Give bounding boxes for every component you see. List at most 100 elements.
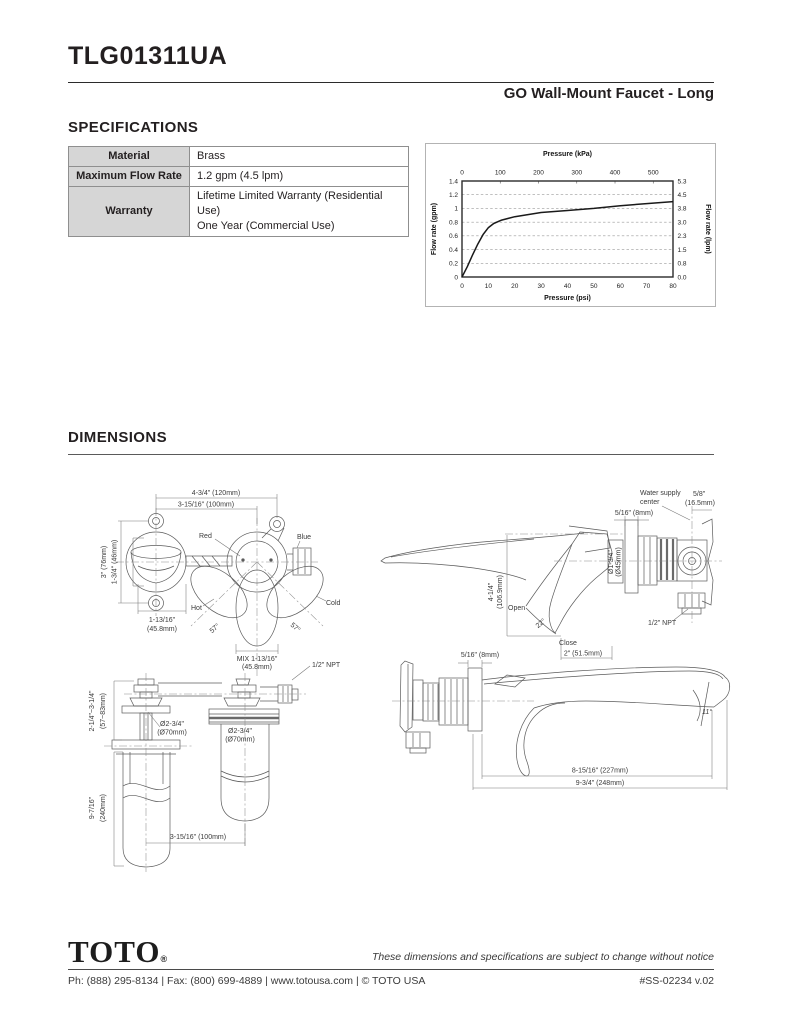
reach-overall-label: 9-3/4" (248mm) [576, 780, 624, 787]
mix-width-mm-label: (45.8mm) [242, 664, 272, 671]
handle-side-view-drawing: Water supply center 5/8" (16.5mm) 5/16" … [380, 490, 722, 660]
bottom-axis-title: Pressure (psi) [544, 295, 591, 302]
table-row: Warranty Lifetime Limited Warranty (Resi… [68, 186, 409, 237]
escutcheon-dia-mm-label: (Ø70mm) [157, 730, 187, 737]
trim-dia-mm-label: (Ø70mm) [225, 737, 255, 744]
spec-label-material: Material [68, 146, 190, 167]
product-subtitle: GO Wall-Mount Faucet - Long [503, 85, 714, 102]
dim-width-centers-label: 3-15/16" (100mm) [178, 502, 234, 509]
open-label: Open [508, 605, 525, 612]
red-indicator-label: Red [199, 533, 212, 540]
trim-dia-in-label: Ø2-3/4" [228, 728, 252, 735]
top-axis-tick: 500 [648, 170, 659, 177]
right-axis-tick: 0.8 [678, 261, 687, 268]
plate-thickness-label-top: 5/16" (8mm) [615, 510, 653, 517]
right-axis-tick: 4.5 [678, 192, 687, 199]
reach-in-label: 8-15/16" (227mm) [572, 768, 628, 775]
top-axis-title: Pressure (kPa) [543, 151, 592, 158]
right-axis-tick: 0.0 [678, 274, 687, 281]
trim-diameter-mm-label: (Ø45mm) [616, 547, 623, 577]
left-axis-tick: 1.2 [449, 192, 458, 199]
left-axis-title: Flow rate (gpm) [431, 203, 438, 255]
right-axis-tick: 3.8 [678, 206, 687, 213]
depth-range-mm-label: (57~83mm) [100, 693, 107, 729]
plot-frame [461, 180, 674, 278]
trim-diameter-in-label: Ø1-3/4" [608, 550, 615, 574]
supply-offset-in-label: 5/8" [693, 491, 706, 498]
mix-width-in-label: MIX 1-13/16" [237, 656, 278, 663]
cold-angle-label: 57° [289, 621, 302, 634]
top-axis-tick: 300 [571, 170, 582, 177]
top-axis-tick: 100 [495, 170, 506, 177]
front-view-drawing: 4-3/4" (120mm) 3-15/16" (100mm) 3" (76mm… [101, 490, 341, 681]
dim-height-centers-label: 1-3/4" (46mm) [112, 540, 119, 585]
right-axis-tick: 3.0 [678, 219, 687, 226]
right-axis-tick: 1.5 [678, 247, 687, 254]
left-axis-tick: 0.4 [449, 247, 458, 254]
dim-height-overall-label: 3" (76mm) [101, 546, 108, 578]
spread-label: 3-15/16" (100mm) [170, 834, 226, 841]
escutcheon-dia-in-label: Ø2-3/4" [160, 721, 184, 728]
dimension-drawings: 4-3/4" (120mm) 3-15/16" (100mm) 3" (76mm… [89, 490, 730, 872]
left-axis-tick: 0.2 [449, 261, 458, 268]
cold-label: Cold [326, 600, 341, 607]
toto-logo: TOTO® [68, 934, 169, 969]
dim-width-overall-label: 4-3/4" (120mm) [192, 490, 240, 497]
left-axis-tick: 0.6 [449, 233, 458, 240]
top-axis-tick: 400 [610, 170, 621, 177]
specifications-heading: SPECIFICATIONS [68, 119, 199, 136]
bottom-axis-tick: 0 [460, 283, 464, 290]
spout-drop-mm-label: (240mm) [100, 794, 107, 822]
depth-range-in-label: 2-1/4"~3-1/4" [89, 690, 96, 731]
right-axis-tick: 2.3 [678, 233, 687, 240]
footer-divider [68, 969, 714, 970]
contact-line: Ph: (888) 295-8134 | Fax: (800) 699-4889… [68, 975, 426, 987]
plate-thickness-label-bottom: 5/16" (8mm) [461, 652, 499, 659]
bottom-axis-tick: 50 [590, 283, 598, 290]
blue-indicator-label: Blue [297, 534, 311, 541]
npt-label-front: 1/2" NPT [312, 662, 341, 669]
bottom-axis-tick: 60 [617, 283, 625, 290]
spout-side-view-drawing: 5/16" (8mm) 8-15/16" (227mm) 9-3/4" (248… [392, 652, 730, 790]
dimensions-heading: DIMENSIONS [68, 429, 168, 446]
top-axis-tick: 200 [533, 170, 544, 177]
tip-angle-label: 11° [702, 708, 712, 716]
top-axis-tick: 0 [460, 170, 464, 177]
right-axis-tick: 5.3 [678, 178, 687, 185]
dimensions-divider [68, 454, 714, 455]
bottom-axis-tick: 40 [564, 283, 572, 290]
bottom-axis-tick: 20 [511, 283, 519, 290]
left-axis-tick: 0 [454, 274, 458, 281]
water-supply-label-2: center [640, 499, 660, 506]
registered-mark: ® [160, 954, 169, 964]
bottom-axis-tick: 10 [485, 283, 493, 290]
handle-height-mm-label: (106.9mm) [497, 575, 504, 609]
spec-value-flow-rate: 1.2 gpm (4.5 lpm) [189, 166, 409, 187]
page-title: TLG01311UA [68, 42, 228, 70]
valve-front-view-drawing: 2-1/4"~3-1/4" (57~83mm) Ø2-3/4" (Ø70mm) … [89, 673, 306, 872]
title-divider [68, 82, 714, 83]
left-axis-tick: 0.8 [449, 219, 458, 226]
supply-offset-mm-label: (16.5mm) [685, 500, 715, 507]
dim-handle-width-mm-label: (45.8mm) [147, 626, 177, 633]
bottom-axis-tick: 80 [669, 283, 677, 290]
spec-value-warranty: Lifetime Limited Warranty (Residential U… [189, 186, 409, 237]
close-travel-label: 2" (51.5mm) [564, 651, 602, 658]
water-supply-label-1: Water supply [640, 490, 681, 497]
hot-label: Hot [191, 605, 202, 612]
spec-value-material: Brass [189, 146, 409, 167]
spec-label-flow-rate: Maximum Flow Rate [68, 166, 190, 187]
bottom-axis-tick: 70 [643, 283, 651, 290]
handle-height-in-label: 4-1/4" [488, 582, 495, 601]
flow-curve [461, 200, 674, 278]
npt-label-side: 1/2" NPT [648, 620, 677, 627]
left-axis-tick: 1 [454, 206, 458, 213]
dim-handle-width-in-label: 1-13/16" [149, 617, 176, 624]
table-row: Maximum Flow Rate 1.2 gpm (4.5 lpm) [68, 166, 409, 187]
bottom-axis-tick: 30 [538, 283, 546, 290]
spout-drop-in-label: 9-7/16" [89, 796, 96, 819]
open-angle-label: 22° [534, 617, 547, 630]
